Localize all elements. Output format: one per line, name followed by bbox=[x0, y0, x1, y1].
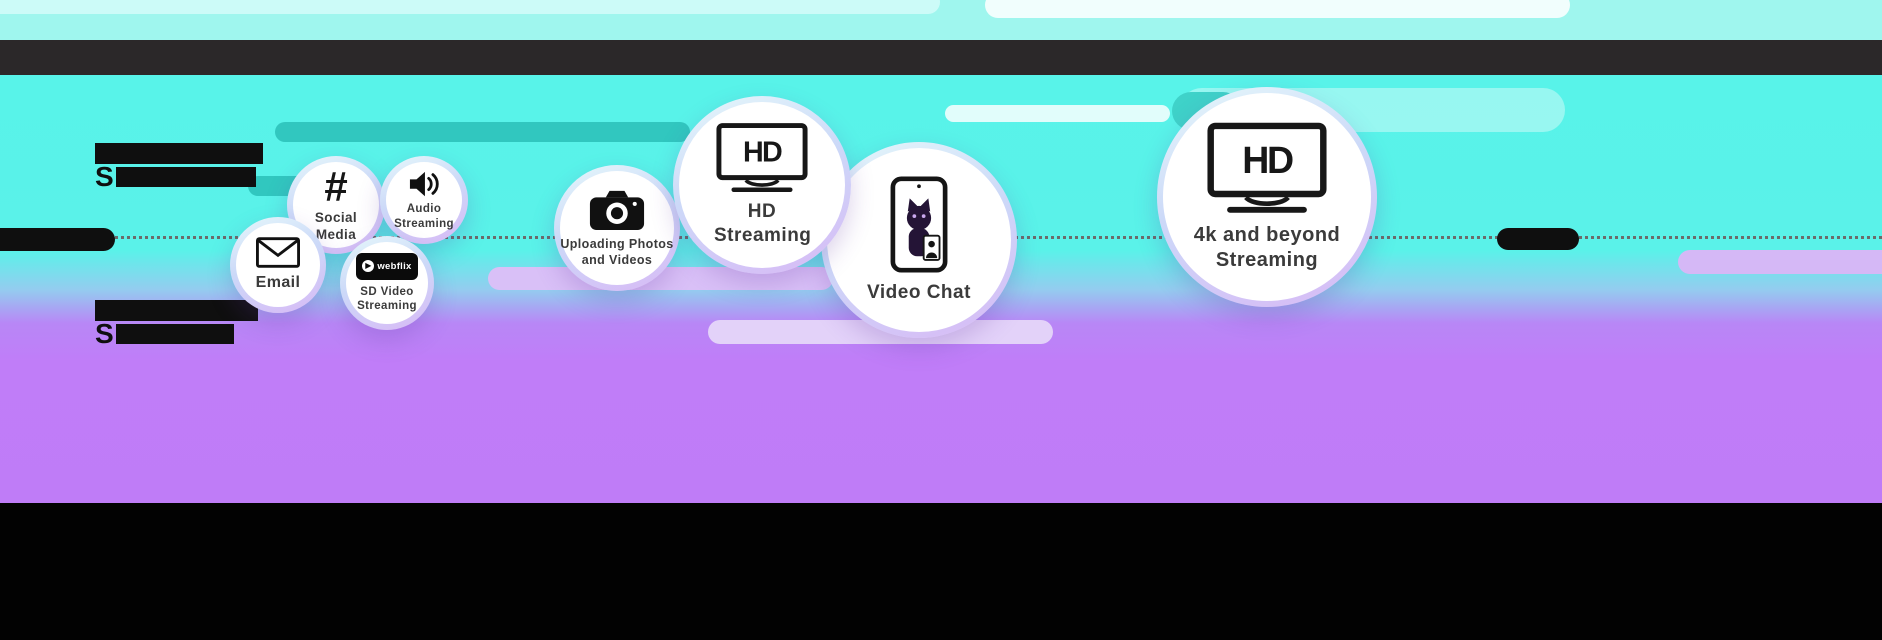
webflix-text: webflix bbox=[377, 260, 412, 272]
redacted-line-initial: S bbox=[95, 161, 114, 192]
bubble-email: Email bbox=[230, 217, 326, 313]
play-icon: ▶ bbox=[362, 260, 375, 273]
bubble-label: Social Media bbox=[314, 210, 358, 242]
tv-screen-text: HD bbox=[1242, 139, 1293, 181]
redacted-line-initial: S bbox=[95, 318, 114, 349]
bubble-social-media: # Social Media bbox=[287, 156, 385, 254]
speaker-icon bbox=[409, 171, 439, 197]
envelope-icon bbox=[256, 237, 300, 268]
bubble-hd-streaming: HD HD Streaming bbox=[673, 96, 851, 274]
redacted-line bbox=[115, 166, 256, 187]
redacted-line bbox=[95, 143, 263, 164]
tv-screen-text: HD bbox=[743, 137, 782, 169]
video-chat-phone-icon bbox=[890, 176, 948, 273]
bubble-label: Uploading Photos and Videos bbox=[560, 236, 674, 267]
teal-speed-capsule bbox=[275, 122, 690, 142]
black-bar-left bbox=[0, 228, 115, 251]
white-speed-capsule bbox=[945, 105, 1170, 122]
bubble-label: Video Chat bbox=[867, 281, 971, 303]
redacted-text-block-top: S bbox=[95, 143, 263, 192]
black-footer-band bbox=[0, 503, 1882, 640]
lavender-speed-capsule-3 bbox=[1678, 250, 1882, 274]
dark-header-bar bbox=[0, 40, 1882, 75]
bubble-label: Audio Streaming bbox=[394, 203, 454, 230]
hash-icon: # bbox=[324, 163, 348, 211]
bubble-label: Email bbox=[255, 274, 301, 291]
redacted-line bbox=[115, 323, 234, 344]
bubble-4k-streaming: HD 4k and beyond Streaming bbox=[1157, 87, 1377, 307]
bubble-audio-streaming: Audio Streaming bbox=[380, 156, 468, 244]
top-light-capsule bbox=[0, 0, 940, 14]
camera-icon bbox=[589, 190, 645, 230]
bubble-label: SD Video Streaming bbox=[357, 285, 417, 312]
hd-tv-icon: HD bbox=[716, 123, 808, 193]
bubble-uploading-photos-videos: Uploading Photos and Videos bbox=[554, 165, 680, 291]
bubble-label: 4k and beyond Streaming bbox=[1193, 224, 1341, 271]
redacted-line bbox=[95, 300, 258, 321]
bubble-sd-video-streaming: ▶ webflix SD Video Streaming bbox=[340, 236, 434, 330]
top-white-capsule bbox=[985, 0, 1570, 18]
redacted-text-block-bottom: S bbox=[95, 300, 258, 349]
webflix-logo: ▶ webflix bbox=[356, 252, 418, 280]
black-capsule-right bbox=[1497, 228, 1579, 250]
bubble-label: HD Streaming bbox=[714, 201, 812, 246]
hd-tv-icon: HD bbox=[1207, 122, 1327, 213]
bubble-video-chat: Video Chat bbox=[821, 142, 1017, 338]
